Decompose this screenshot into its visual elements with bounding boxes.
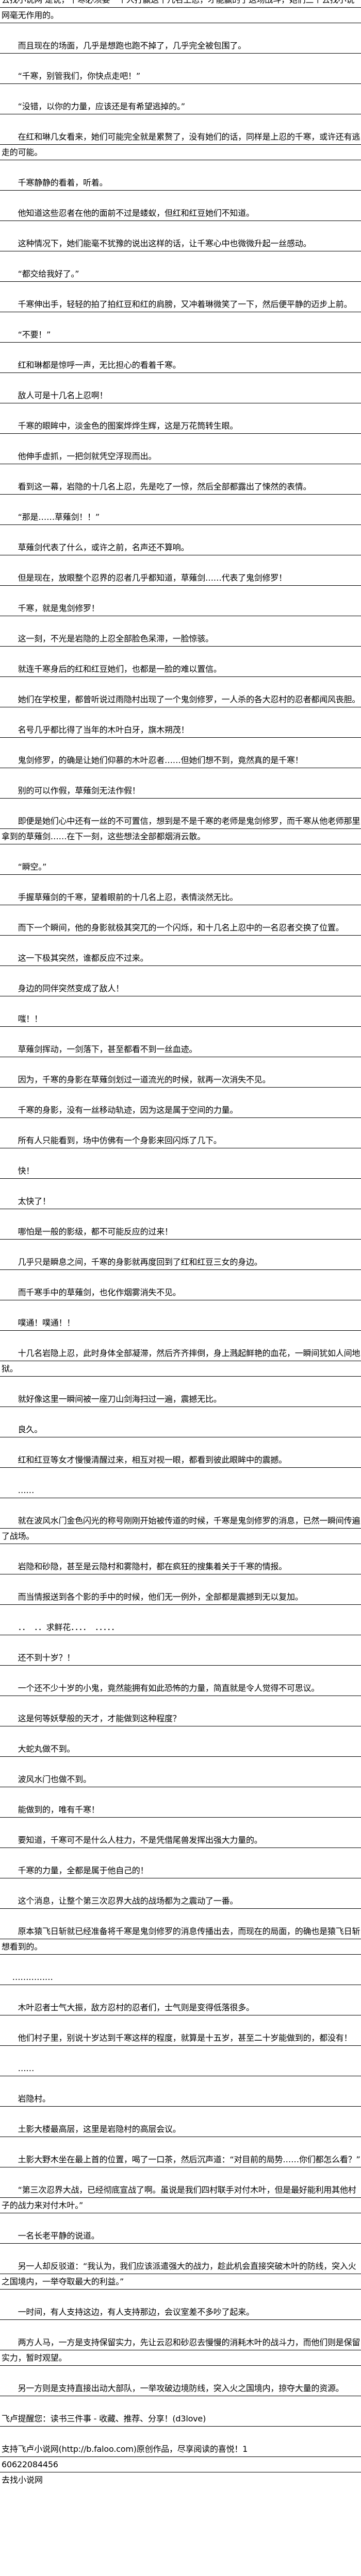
paragraph: 噗通！噗通！！ [0, 1315, 361, 1331]
paragraph: 草薙剑挥动，一剑落下，甚至都看不到一丝血迹。 [0, 1042, 361, 1057]
paragraph: 别的可以作假，草薙剑无法作假！ [0, 783, 361, 799]
paragraph: 千寒的眼眸中，淡金色的图案烨烨生辉，这是万花筒转生眼。 [0, 418, 361, 434]
paragraph: 但是现在，放眼整个忍界的忍者几乎都知道，草薙剑……代表了鬼剑修罗！ [0, 570, 361, 586]
paragraph: 飞卢提醒您：读书三件事 - 收藏、推荐、分享！(d3love) [0, 2411, 361, 2427]
paragraph: 千寒的力量，全都是属于他自己的！ [0, 1863, 361, 1878]
paragraph: 千寒静静的看着，听着。 [0, 175, 361, 191]
paragraph: 而当情报送到各个影的手中的时候，他们无一例外，全部都是震撼到无以复加。 [0, 1589, 361, 1605]
paragraph: 这是何等妖孽般的天才，才能做到这种程度？ [0, 1711, 361, 1726]
paragraph: 能做到的，唯有千寒！ [0, 1802, 361, 1818]
paragraph: 要知道，千寒可不是什么人柱力，不是凭借尾兽发挥出强大力量的。 [0, 1833, 361, 1848]
paragraph: 她们在学校里，都曾听说过雨隐村出现了一个鬼剑修罗，一人杀的各大忍村的忍者都闻风丧… [0, 692, 361, 707]
paragraph: 几乎只是瞬息之间，千寒的身影就再度回到了红和红豆三女的身边。 [0, 1255, 361, 1270]
paragraph: “那是……草薙剑！！” [0, 510, 361, 525]
paragraph: …………… [0, 1970, 361, 1985]
paragraph: 波风水门也做不到。 [0, 1772, 361, 1787]
paragraph: 看到这一幕，岩隐的十几名上忍，先是吃了一惊，然后全部都露出了悚然的表情。 [0, 479, 361, 495]
paragraph: 而下一个瞬间，他的身影就极其突兀的一个闪烁，和十几名上忍中的一名忍者交换了位置。 [0, 920, 361, 936]
paragraph: …… [0, 2061, 361, 2076]
paragraph: 另一人却反驳道：“我认为，我们应该派遣强大的战力，趁此机会直接突破木叶的防线，突… [0, 2259, 361, 2290]
paragraph: 敌人可是十几名上忍啊！ [0, 388, 361, 403]
paragraph: 在红和琳几女看来，她们可能完全就是累赘了，没有她们的话，同样是上忍的千寒，或许还… [0, 129, 361, 160]
paragraph: 所有人只能看到，场中仿佛有一个身影来回闪烁了几下。 [0, 1133, 361, 1148]
paragraph: 木叶忍者士气大振，敌方忍村的忍者们，士气则是变得低落很多。 [0, 2000, 361, 2015]
paragraph: 而千寒手中的草薙剑，也化作烟雾消失不见。 [0, 1285, 361, 1300]
footer-support-link[interactable]: 支持飞卢小说网(http://b.faloo.com)原创作品，尽享阅读的喜悦！… [0, 2442, 361, 2457]
paragraph: “不要！” [0, 327, 361, 343]
paragraph: 两方人马，一方是支持保留实力，先让云忍和砂忍去慢慢的消耗木叶的战斗力，而他们则是… [0, 2335, 361, 2366]
paragraph: 草薙剑代表了什么，或许之前，名声还不算响。 [0, 540, 361, 555]
paragraph: 这种情况下，她们能毫不犹豫的说出这样的话，让千寒心中也微微升起一丝感动。 [0, 236, 361, 251]
paragraph: 而且现在的场面，几乎是想跑也跑不掉了，几乎完全被包围了。 [0, 38, 361, 54]
paragraph: 千寒的身影，没有一丝移动轨迹，因为这是属于空间的力量。 [0, 1103, 361, 1118]
paragraph: 他知道这些忍者在他的面前不过是蝼蚁，但红和红豆她们不知道。 [0, 206, 361, 221]
paragraph: 快！ [0, 1163, 361, 1179]
paragraph: 一名长老平静的说道。 [0, 2228, 361, 2244]
paragraph: 一个还不少十岁的小鬼，竟然能拥有如此恐怖的力量，简直就是令人觉得不可思议。 [0, 1681, 361, 1696]
paragraph: 因为，千寒的身影在草薙剑划过一道流光的时候，就再一次消失不见。 [0, 1072, 361, 1088]
paragraph: 红和琳都是惊呼一声，无比担心的看着千寒。 [0, 358, 361, 373]
paragraph: “瞬空。” [0, 859, 361, 875]
paragraph: 岩隐村。 [0, 2091, 361, 2107]
chapter-content: 去找小说网 是说，千寒必须要一个人打赢这十几名上忍，才能赢的了这场战斗，她们三个… [0, 0, 361, 2485]
paragraph: “第三次忍界大战，已经彻底宣战了啊。虽说是我们四村联手对付木叶，但是最好能利用其… [0, 2182, 361, 2213]
paragraph: 岩隐和砂隐，甚至是云隐村和雾隐村，都在疯狂的搜集着关于千寒的情报。 [0, 1559, 361, 1574]
paragraph: 身边的同伴突然变成了敌人！ [0, 981, 361, 996]
paragraph: 这个消息，让整个第三次忍界大战的战场都为之震动了一番。 [0, 1893, 361, 1909]
paragraph: 手握草薙剑的千寒，望着眼前的十几名上忍，表情淡然无比。 [0, 890, 361, 905]
paragraph: ．． ．．求鲜花．．．． ．．．．． [0, 1620, 361, 1635]
paragraph: 这一下极其突然，谁都反应不过来。 [0, 951, 361, 966]
paragraph: 就好像这里一瞬间被一座刀山剑海扫过一遍，震撼无比。 [0, 1392, 361, 1407]
paragraph: 这一刻，不光是岩隐的上忍全部脸色呆滞，一脸惊骇。 [0, 631, 361, 647]
footer-site-label: 去找小说网 [2, 2475, 43, 2485]
paragraph: 原本猿飞日斩就已经准备将千寒是鬼剑修罗的消息传播出去，而现在的局面，的确也是猿飞… [0, 1924, 361, 1955]
paragraph: 名号几乎都比得了当年的木叶白牙，旗木朔茂！ [0, 722, 361, 738]
paragraph: 另一方则是支持直接出动大部队，一举攻破边境防线，突入火之国境内，掠夺大量的资源。 [0, 2381, 361, 2396]
paragraph: 千寒伸出手，轻轻的拍了拍红豆和红的肩膀，又冲着琳微笑了一下，然后便平静的迈步上前… [0, 297, 361, 312]
paragraph: 良久。 [0, 1422, 361, 1437]
paragraph: 嗤！！ [0, 1011, 361, 1027]
paragraph: 去找小说网 是说，千寒必须要一个人打赢这十几名上忍，才能赢的了这场战斗，她们三个… [0, 0, 361, 23]
paragraph: 就在波风水门金色闪光的称号刚刚开始被传道的时候，千寒是鬼剑修罗的消息，已然一瞬间… [0, 1513, 361, 1544]
paragraph: 红和红豆等女才慢慢清醒过来，相互对视一眼，都看到彼此眼眸中的震撼。 [0, 1452, 361, 1468]
paragraph: 十几名岩隐上忍，此时身体全部凝滞，然后齐齐摔倒，身上溅起鲜艳的血花，一瞬间犹如人… [0, 1346, 361, 1377]
paragraph: 鬼剑修罗，的确是让她们仰慕的木叶忍者……但她们想不到，竟然真的是千寒！ [0, 753, 361, 768]
paragraph: 即便是她们心中还有一丝的不可置信，想到是不是千寒的老师是鬼剑修罗，而千寒从他老师… [0, 814, 361, 844]
paragraph: 土影大野木坐在最上首的位置，喝了一口茶，然后沉声道：“对目前的局势……你们都怎么… [0, 2152, 361, 2167]
paragraph: 土影大楼最高层，这里是岩隐村的高层会议。 [0, 2122, 361, 2137]
paragraph: 他们村子里，别说十岁达到千寒这样的程度，就算是十五岁，甚至二十岁能做到的，都没有… [0, 2030, 361, 2046]
footer-code-line: 60622084456 [0, 2457, 361, 2472]
paragraph: 大蛇丸做不到。 [0, 1741, 361, 1757]
paragraph: 哪怕是一般的影级，都不可能反应的过来！ [0, 1224, 361, 1240]
paragraph: …… [0, 1483, 361, 1498]
paragraph: 太快了！ [0, 1194, 361, 1209]
paragraph: 他伸手虚抓，一把剑就凭空浮现而出。 [0, 449, 361, 464]
paragraph: 一时间，有人支持这边，有人支持那边，会议室差不多吵了起来。 [0, 2304, 361, 2320]
chapter-paragraphs: 去找小说网 是说，千寒必须要一个人打赢这十几名上忍，才能赢的了这场战斗，她们三个… [0, 0, 361, 2427]
paragraph: “千寒，别管我们，你快点走吧！” [0, 69, 361, 84]
paragraph: 还不到十岁？！ [0, 1650, 361, 1666]
paragraph: 就连千寒身后的红和红豆她们，也都是一脸的难以置信。 [0, 662, 361, 677]
paragraph: “都交给我好了。” [0, 266, 361, 282]
paragraph: 千寒，就是鬼剑修罗！ [0, 601, 361, 616]
paragraph: “没错，以你的力量，应该还是有希望逃掉的。” [0, 99, 361, 114]
